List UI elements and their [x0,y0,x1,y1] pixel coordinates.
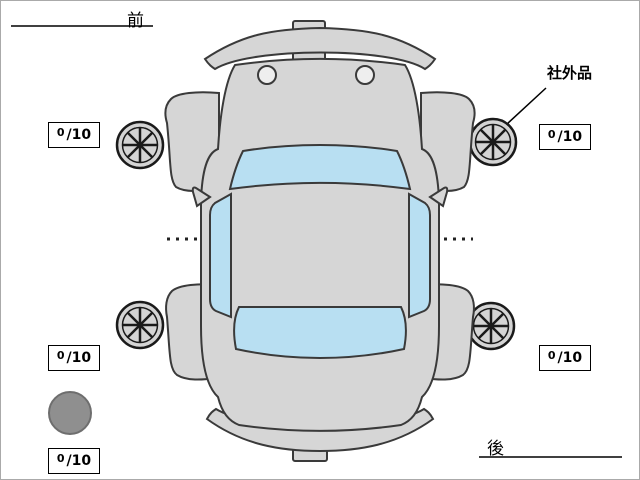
car-body [200,58,440,432]
tire-score-value: 0 [547,127,556,141]
spare-tire-icon [48,391,92,435]
tire-score-value: 0 [56,348,65,362]
tire-score-max: /10 [557,350,583,366]
hood-circle-right [355,65,375,85]
windshield [228,144,412,191]
aftermarket-leader-line [506,87,547,125]
side-mirror-right [428,186,449,208]
side-window-right [408,192,431,319]
aftermarket-part-label: 社外品 [547,65,593,82]
wheel-front-right-icon [468,117,518,167]
rear-label: 後 [487,439,504,458]
tire-score-value: 0 [56,451,65,465]
wheel-rear-left-icon [115,300,165,350]
tire-score-value: 0 [547,348,556,362]
tire-score-rear-right: 0/10 [539,345,591,371]
tire-score-max: /10 [66,350,92,366]
tire-score-rear-left: 0/10 [48,345,100,371]
tire-score-max: /10 [66,453,92,469]
side-window-left [209,192,232,319]
tire-score-spare: 0/10 [48,448,100,474]
tire-score-front-right: 0/10 [539,124,591,150]
side-mirror-left [191,186,212,208]
tire-score-max: /10 [557,129,583,145]
rear-window [233,306,407,359]
hood-circle-left [257,65,277,85]
wheel-front-left-icon [115,120,165,170]
front-bumper [203,26,437,71]
tire-score-value: 0 [56,125,65,139]
tire-score-front-left: 0/10 [48,122,100,148]
front-label: 前 [127,11,144,30]
tire-score-max: /10 [66,127,92,143]
